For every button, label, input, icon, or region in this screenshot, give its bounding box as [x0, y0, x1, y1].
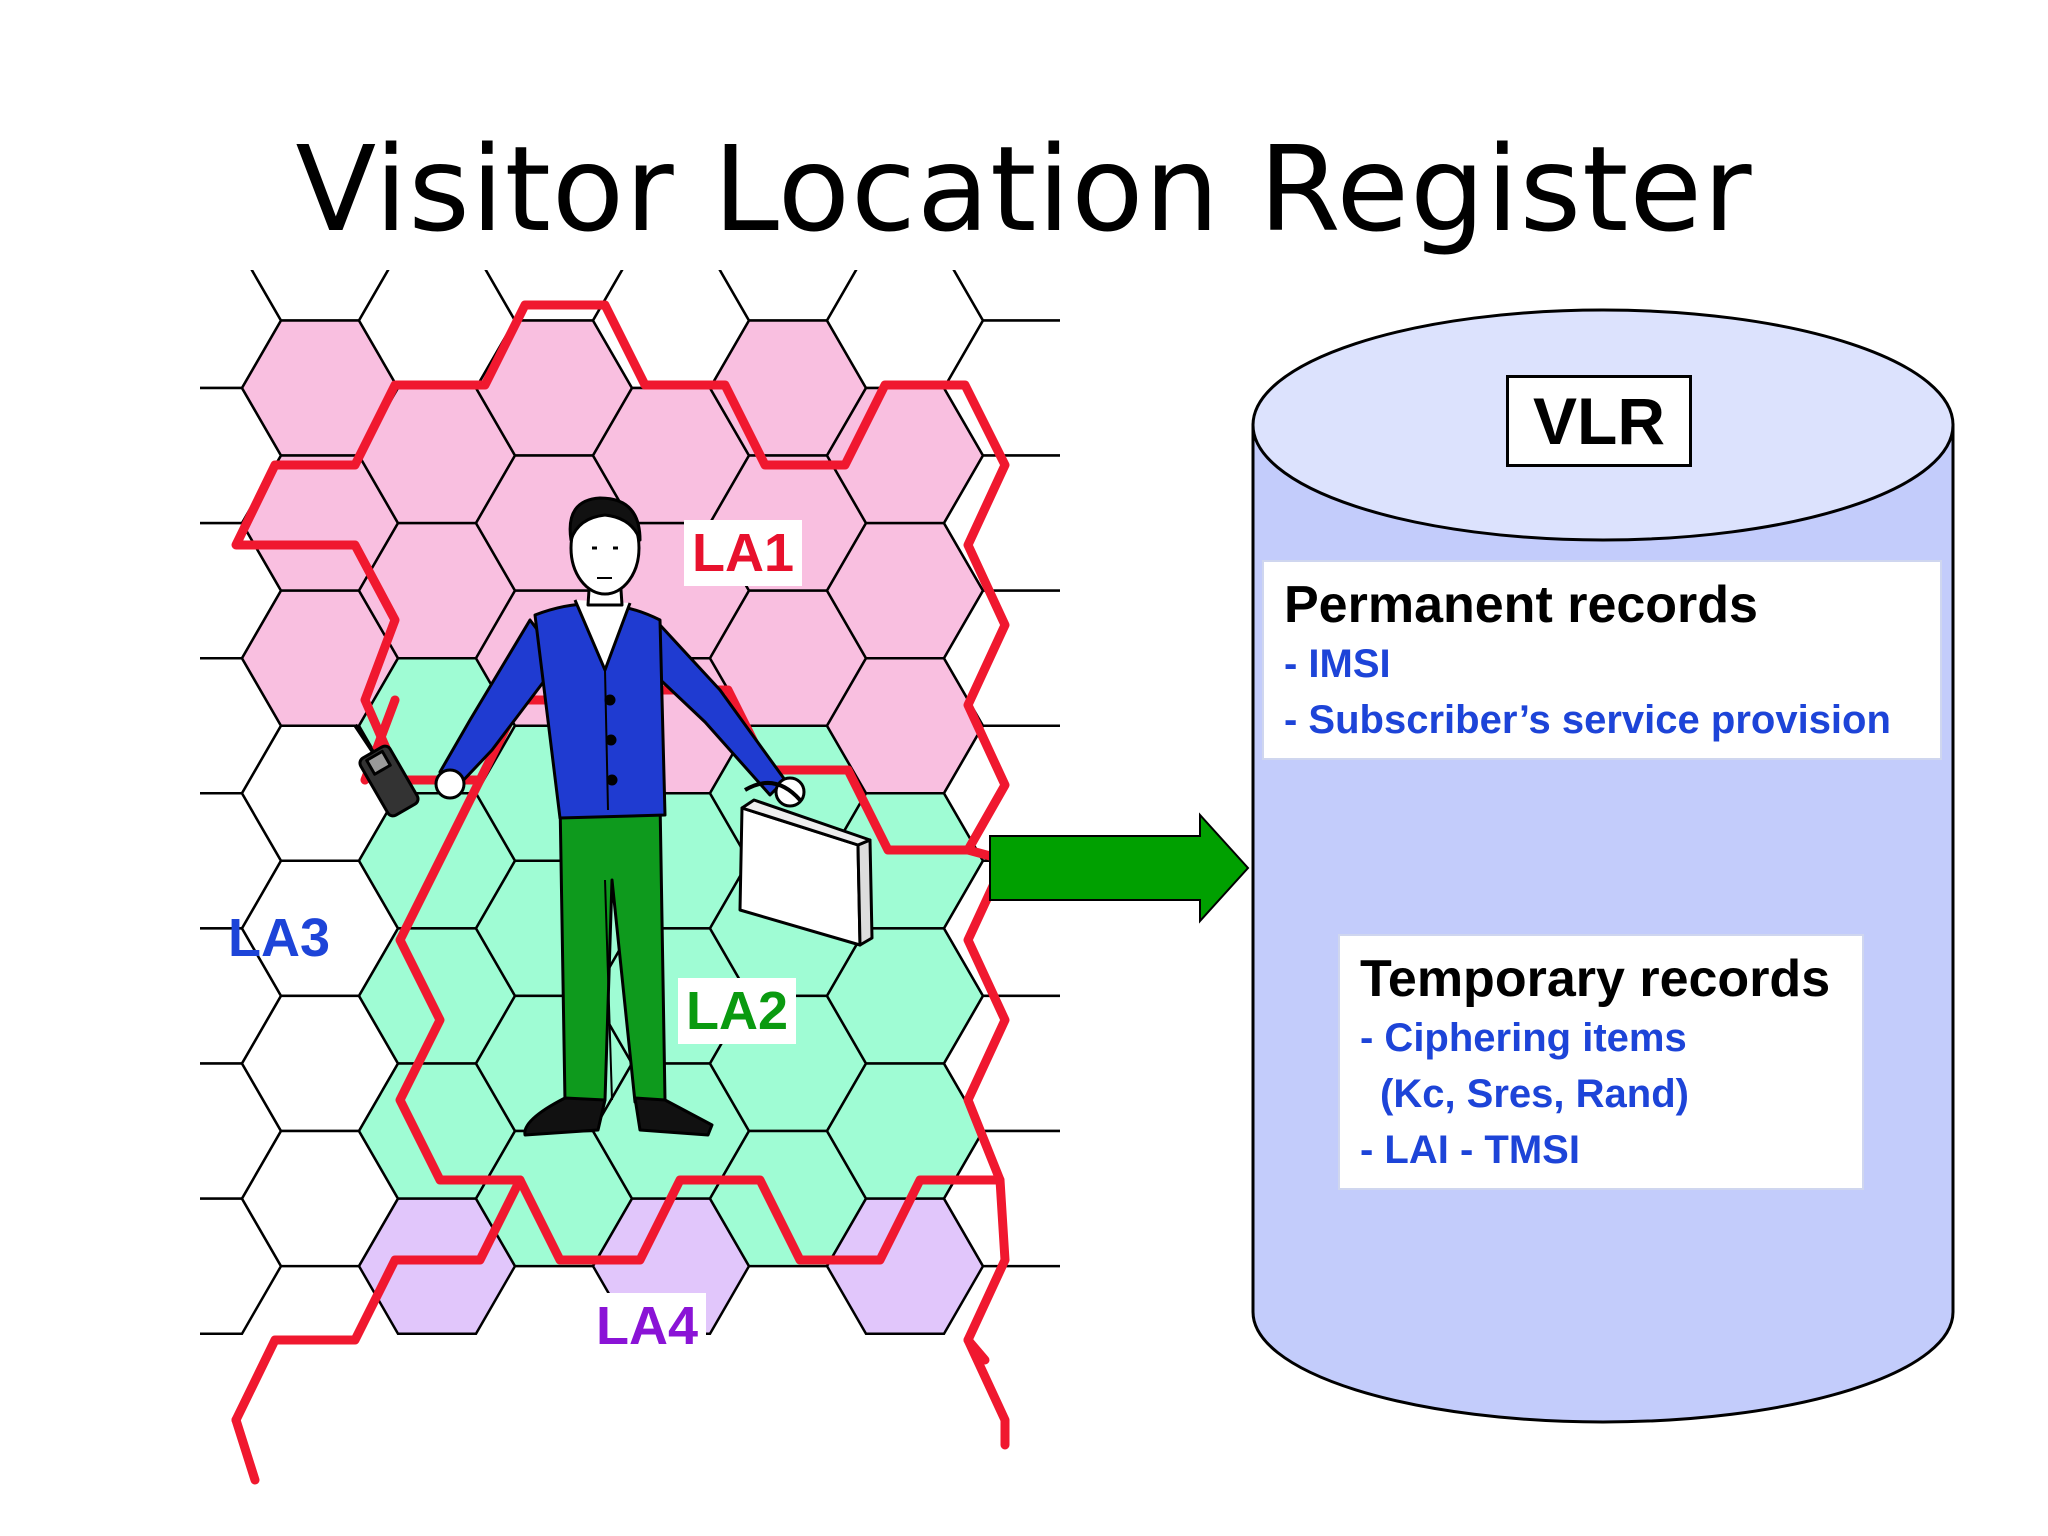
temporary-record-item: - LAI - TMSI	[1360, 1127, 1580, 1172]
mobile-phone-icon	[353, 723, 420, 818]
location-area-boundary	[231, 1175, 525, 1425]
temporary-record-item: (Kc, Sres, Rand)	[1380, 1071, 1689, 1116]
flow-arrow	[989, 812, 1250, 924]
permanent-record-item: - Subscriber’s service provision	[1284, 697, 1891, 742]
hex-cell	[1059, 454, 1060, 457]
temporary-records-box: Temporary records - Ciphering items (Kc,…	[1338, 934, 1864, 1190]
hex-cell	[1059, 589, 1060, 592]
temporary-records-heading: Temporary records	[1360, 950, 1831, 1008]
location-area-boundary	[963, 1335, 990, 1365]
hex-cell	[1059, 995, 1060, 997]
person-with-phone-and-briefcase-icon	[353, 496, 874, 1137]
vlr-database-cylinder	[1251, 308, 1955, 1424]
location-area-label-la2: LA2	[678, 978, 797, 1044]
hex-cell	[1059, 724, 1060, 727]
permanent-record-item: - IMSI	[1284, 641, 1391, 686]
permanent-records-heading: Permanent records	[1284, 576, 1758, 634]
location-area-boundary	[231, 300, 1010, 855]
location-area-label-la4: LA4	[588, 1293, 707, 1359]
permanent-records-box: Permanent records - IMSI - Subscriber’s …	[1262, 560, 1942, 760]
hex-cell	[1059, 319, 1060, 322]
location-area-label-la1: LA1	[684, 520, 803, 586]
temporary-record-item: - Ciphering items	[1360, 1015, 1687, 1060]
slide-title: Visitor Location Register	[295, 120, 1753, 258]
briefcase-icon	[738, 781, 874, 947]
hex-cell	[952, 270, 1060, 322]
hex-cell	[1059, 1265, 1060, 1267]
location-area-label-la3: LA3	[228, 908, 331, 968]
hex-cell	[1059, 1130, 1060, 1132]
vlr-label: VLR	[1506, 375, 1692, 467]
location-area-boundary	[231, 1415, 260, 1485]
hex-cell-grid	[200, 270, 1060, 1335]
